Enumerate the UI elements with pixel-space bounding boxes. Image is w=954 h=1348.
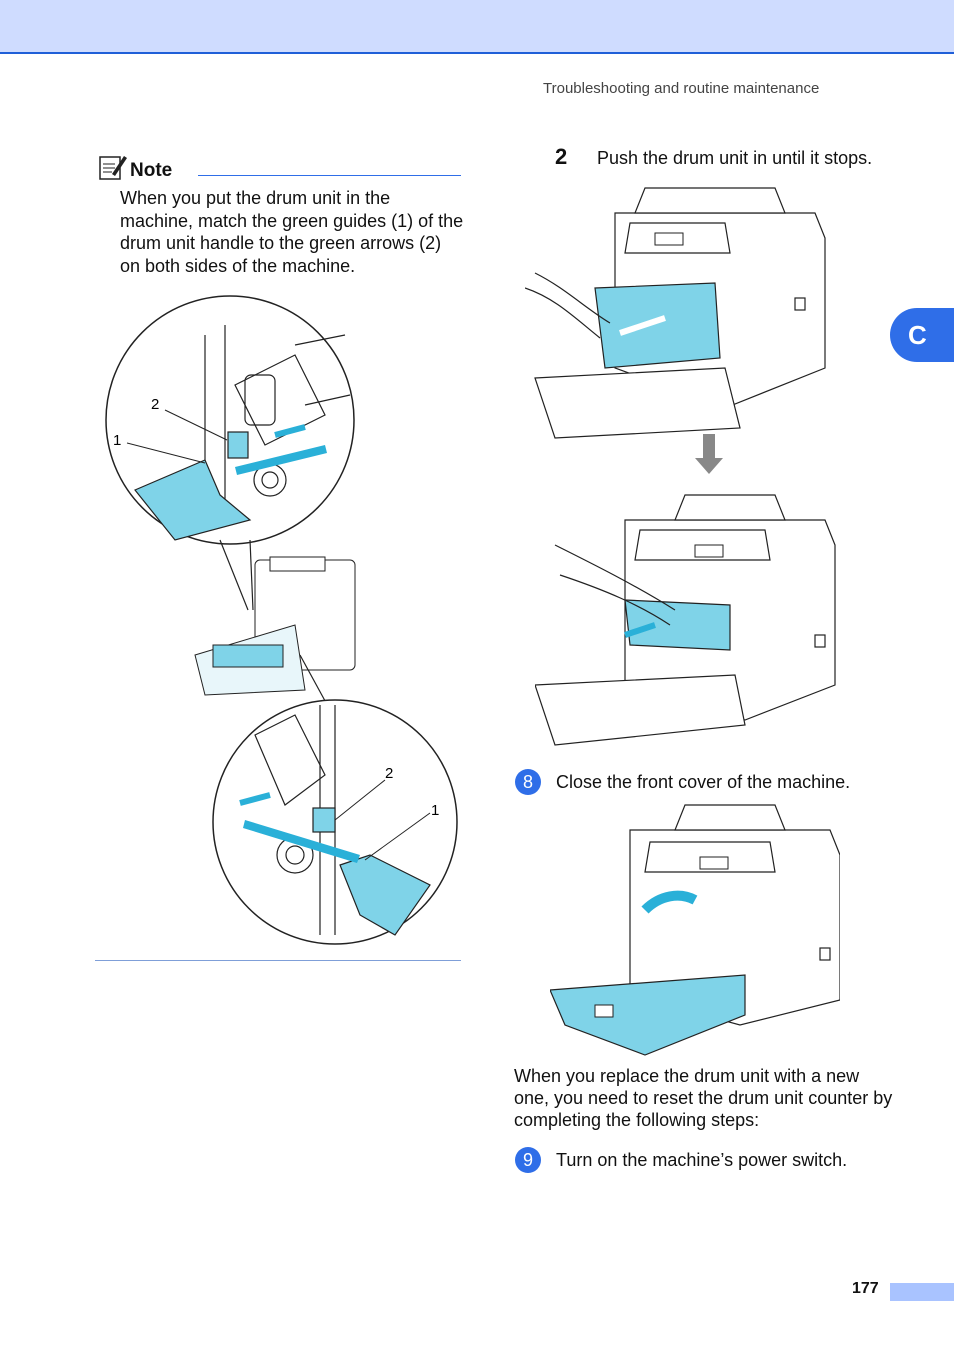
note-text: When you put the drum unit in the machin… bbox=[120, 188, 464, 276]
note-pencil-icon bbox=[99, 156, 127, 180]
printer-insert-drum-figure bbox=[525, 187, 826, 439]
callout-bottom-1: 1 bbox=[431, 802, 439, 819]
drum-guide-illustration: 2 1 2 1 bbox=[105, 295, 458, 945]
note-divider bbox=[198, 175, 461, 176]
step-power-text: Turn on the machine’s power switch. bbox=[556, 1150, 848, 1170]
step-push-text: Push the drum unit in until it stops. bbox=[597, 148, 873, 168]
callout-bottom-2: 2 bbox=[385, 765, 393, 782]
section-tab[interactable]: C bbox=[890, 308, 954, 362]
running-head: Troubleshooting and routine maintenance bbox=[543, 80, 820, 97]
step-push-number: 2 bbox=[555, 144, 568, 169]
header-band bbox=[0, 0, 954, 54]
note-title: Note bbox=[130, 160, 173, 181]
page-tab-marker bbox=[890, 1283, 954, 1301]
page-number: 177 bbox=[852, 1280, 879, 1297]
printer-close-cover-figure bbox=[550, 804, 840, 1056]
step-close-text: Close the front cover of the machine. bbox=[556, 772, 851, 792]
reset-intro-paragraph: When you replace the drum unit with a ne… bbox=[514, 1066, 893, 1130]
callout-top-2: 2 bbox=[151, 396, 159, 413]
callout-top-1: 1 bbox=[113, 432, 121, 449]
section-tab-label: C bbox=[908, 320, 927, 350]
down-arrow-icon bbox=[695, 434, 723, 474]
note-end-divider bbox=[95, 960, 461, 961]
step-power-badge: 9 bbox=[515, 1147, 541, 1173]
printer-drum-pushed-figure bbox=[535, 494, 836, 746]
step-close-badge: 8 bbox=[515, 769, 541, 795]
